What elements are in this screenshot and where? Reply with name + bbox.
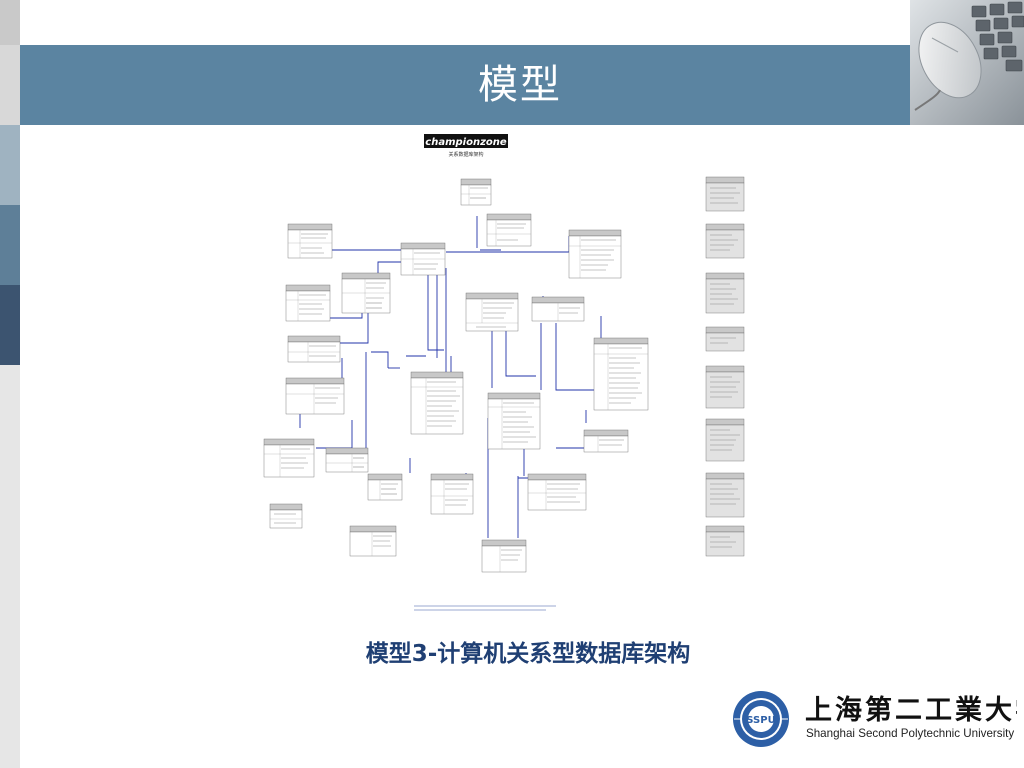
left-decoration-bars (0, 0, 20, 768)
header-band (20, 45, 910, 125)
diagram-footnote (414, 605, 556, 611)
university-name-chinese: 上海第二工業大学 (805, 695, 1017, 722)
illegible-field-rows (274, 187, 740, 561)
slide-caption: 模型3-计算机关系型数据库架构 (365, 641, 691, 667)
university-seal-icon: SSPU (733, 691, 789, 747)
computer-mouse-photo (910, 0, 1024, 125)
diagram-subtitle: 关系数据库架构 (448, 151, 483, 158)
relational-database-schema-diagram: championzone 关系数据库架构 (263, 134, 745, 611)
slide-title: 模型 (478, 62, 562, 108)
university-name-english: Shanghai Second Polytechnic University (806, 727, 1015, 740)
brand-logo-background (424, 134, 508, 148)
entity-tables (263, 176, 745, 573)
brand-logo: championzone (425, 137, 507, 148)
seal-letters: SSPU (746, 715, 775, 726)
